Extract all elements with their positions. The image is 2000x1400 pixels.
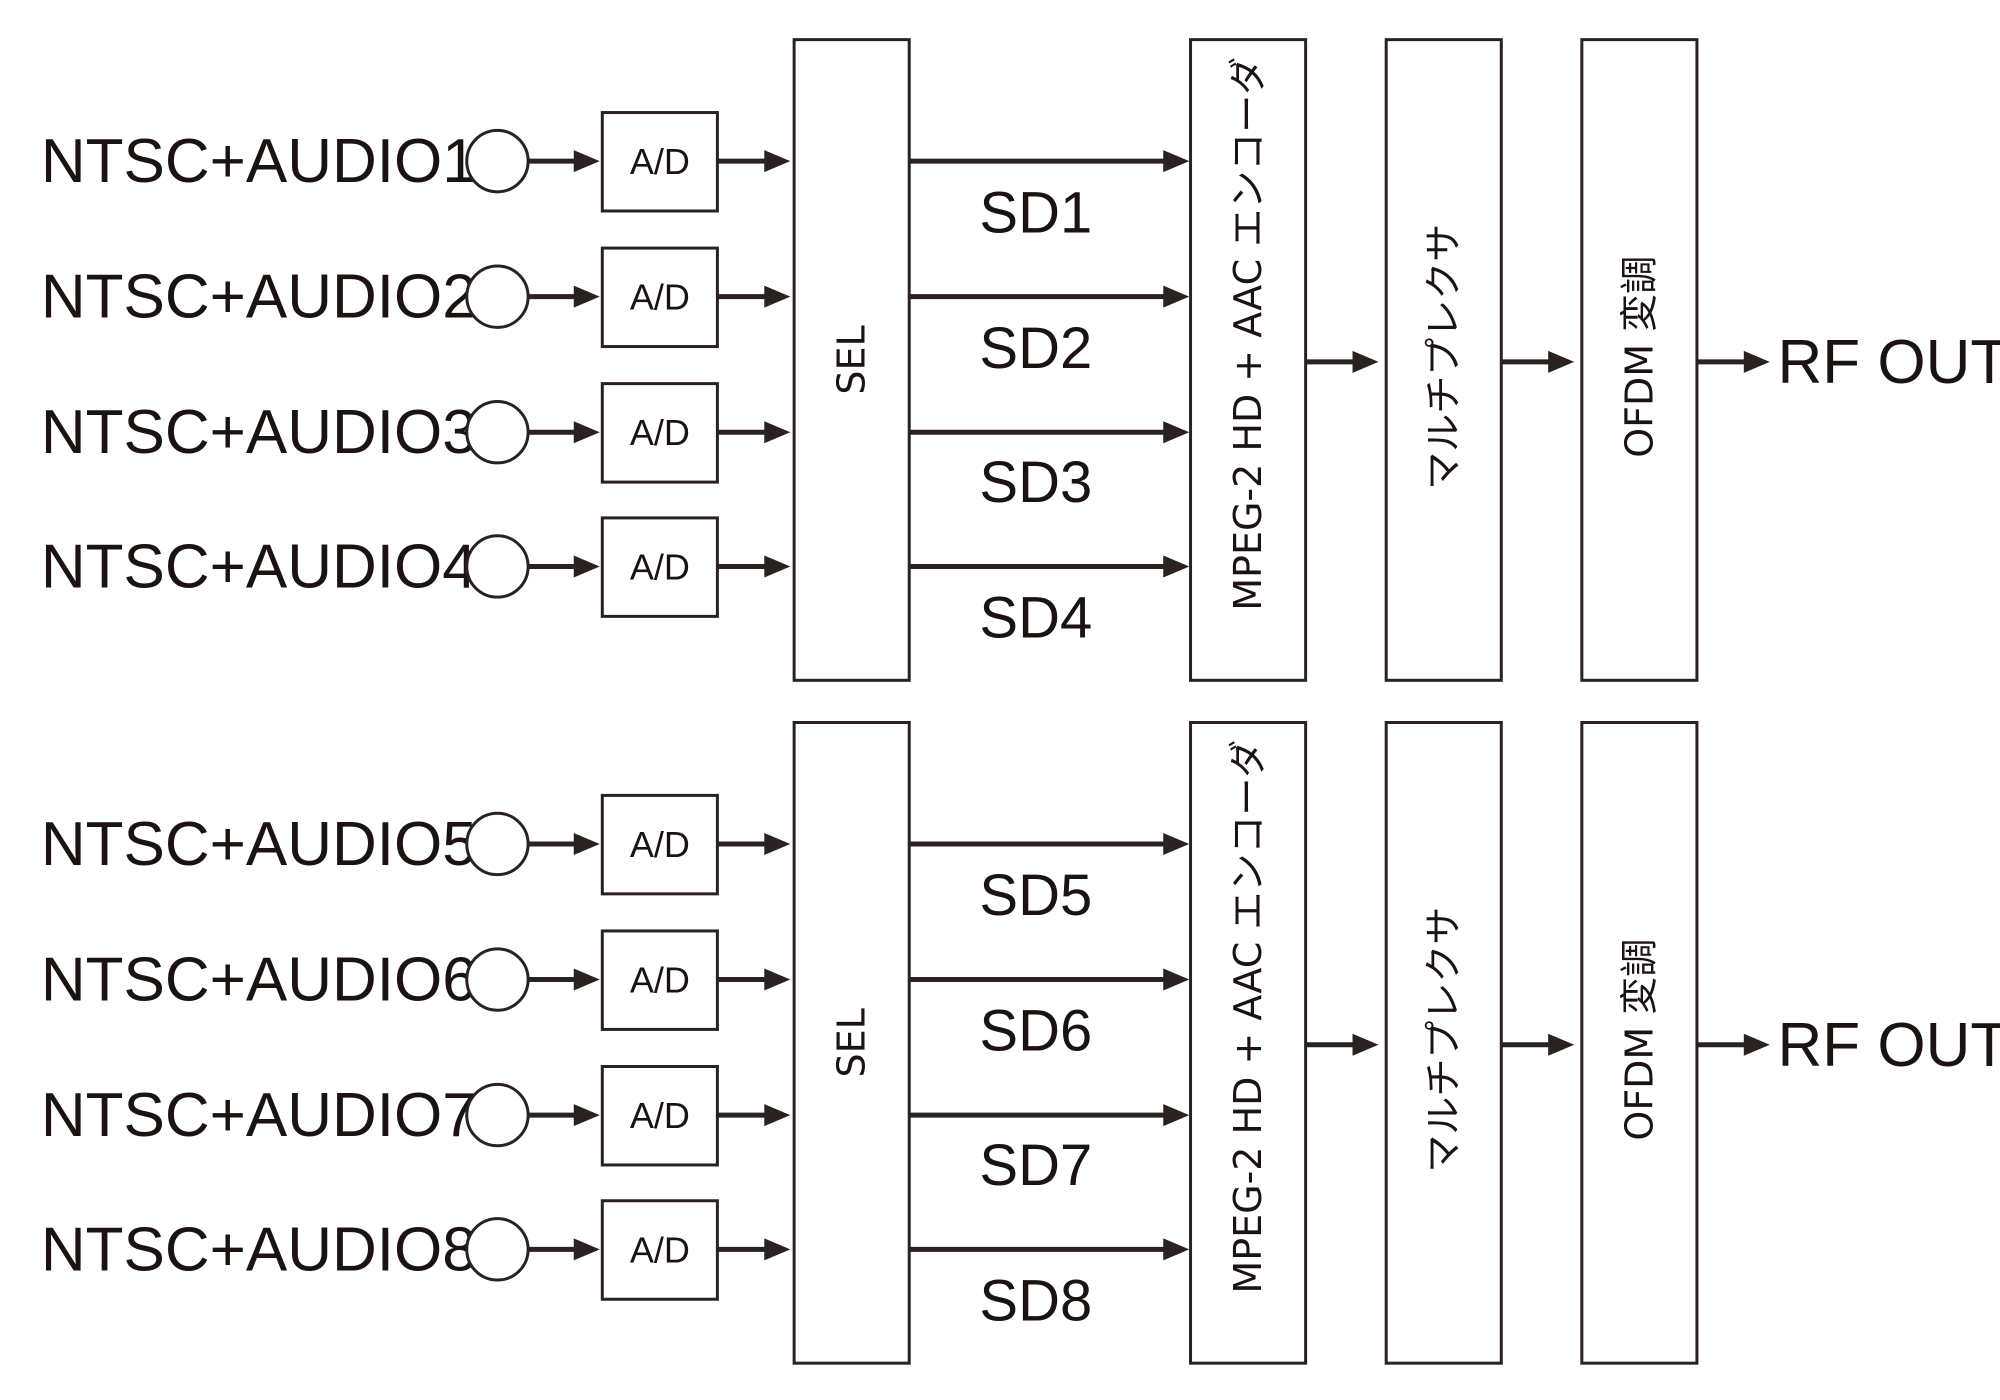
modulator-box (1580, 721, 1699, 1365)
sd-label: SD6 (979, 999, 1092, 1064)
input-label: NTSC+AUDIO7 (41, 1081, 477, 1150)
input-row: NTSC+AUDIO4 A/D SD4 (41, 516, 1190, 651)
input-connector-icon (465, 811, 530, 877)
output-label: RF OUT (1777, 1011, 2000, 1080)
adc-arrow (717, 832, 791, 855)
sd-arrow (909, 832, 1190, 855)
input-label: NTSC+AUDIO1 (41, 127, 477, 196)
encoder-box (1189, 38, 1308, 682)
input-arrow (528, 285, 600, 308)
adc-box (600, 929, 719, 1031)
input-row: NTSC+AUDIO2 A/D SD2 (41, 246, 1190, 381)
input-arrow (528, 1238, 600, 1261)
multiplexer-label: マルチプレクサ (1422, 224, 1466, 490)
sd-label: SD5 (979, 863, 1092, 928)
output-arrow (1696, 350, 1770, 373)
input-row: NTSC+AUDIO1 A/D SD1 (41, 111, 1190, 245)
encoder-label: MPEG-2 HD + AAC エンコーダ (1226, 57, 1270, 611)
sd-arrow (909, 1238, 1190, 1261)
selector-box (792, 38, 911, 682)
multiplexer-box (1384, 38, 1503, 682)
sd-label: SD4 (979, 586, 1092, 651)
mux-to-modulator-arrow (1501, 1033, 1575, 1056)
input-connector-icon (465, 1217, 530, 1282)
sd-arrow (909, 1104, 1190, 1127)
adc-arrow (717, 968, 791, 991)
sd-label: SD8 (979, 1269, 1092, 1334)
modulator-box (1580, 38, 1699, 682)
encoder-to-mux-arrow (1305, 1033, 1379, 1056)
sd-arrow (909, 968, 1190, 991)
input-row: NTSC+AUDIO5 A/D SD5 (41, 793, 1190, 928)
adc-arrow (717, 555, 791, 578)
encoder-to-mux-arrow (1305, 350, 1379, 373)
output-arrow (1696, 1033, 1770, 1056)
sd-arrow (909, 421, 1190, 444)
adc-box (600, 516, 719, 618)
modulator-label: OFDM 変調 (1617, 256, 1661, 458)
encoder-label: MPEG-2 HD + AAC エンコーダ (1226, 740, 1270, 1294)
mux-to-modulator-arrow (1501, 350, 1575, 373)
input-connector-icon (465, 1082, 530, 1148)
input-connector-icon (465, 947, 530, 1012)
adc-box (600, 382, 719, 484)
adc-label: A/D (630, 1095, 690, 1136)
encoder-box (1189, 721, 1308, 1365)
adc-label: A/D (630, 412, 690, 453)
adc-label: A/D (630, 277, 690, 318)
input-label: NTSC+AUDIO6 (41, 946, 477, 1015)
sd-label: SD1 (979, 180, 1092, 245)
input-label: NTSC+AUDIO3 (41, 398, 477, 467)
adc-box (600, 1199, 719, 1301)
adc-label: A/D (630, 824, 690, 865)
multiplexer-label: マルチプレクサ (1422, 907, 1466, 1173)
input-row: NTSC+AUDIO3 A/D SD3 (41, 382, 1190, 515)
input-label: NTSC+AUDIO4 (41, 532, 477, 601)
adc-arrow (717, 421, 791, 444)
input-row: NTSC+AUDIO8 A/D SD8 (41, 1199, 1190, 1334)
adc-arrow (717, 1104, 791, 1127)
adc-arrow (717, 285, 791, 308)
input-label: NTSC+AUDIO5 (41, 810, 477, 879)
input-connector-icon (465, 264, 530, 329)
input-label: NTSC+AUDIO8 (41, 1215, 477, 1284)
input-row: NTSC+AUDIO7 A/D SD7 (41, 1064, 1190, 1198)
sd-label: SD7 (979, 1133, 1092, 1198)
sd-arrow (909, 285, 1190, 308)
input-connector-icon (465, 534, 530, 599)
input-connector-icon (465, 128, 530, 194)
multiplexer-box (1384, 721, 1503, 1365)
adc-box (600, 793, 719, 896)
selector-label: SEL (830, 1008, 874, 1077)
output-label: RF OUT (1777, 328, 2000, 397)
input-arrow (528, 421, 600, 444)
input-arrow (528, 832, 600, 855)
adc-label: A/D (630, 546, 690, 587)
adc-label: A/D (630, 1229, 690, 1270)
input-connector-icon (465, 400, 530, 465)
sd-label: SD2 (979, 316, 1092, 381)
modulator-label: OFDM 変調 (1617, 939, 1661, 1141)
input-label: NTSC+AUDIO2 (41, 263, 477, 332)
input-arrow (528, 968, 600, 991)
input-arrow (528, 555, 600, 578)
selector-label: SEL (830, 325, 874, 394)
input-arrow (528, 1104, 600, 1127)
adc-arrow (717, 150, 791, 173)
sd-label: SD3 (979, 450, 1092, 515)
sd-arrow (909, 555, 1190, 578)
adc-box (600, 246, 719, 349)
adc-label: A/D (630, 960, 690, 1001)
sd-arrow (909, 150, 1190, 173)
adc-label: A/D (630, 141, 690, 182)
input-arrow (528, 150, 600, 173)
input-row: NTSC+AUDIO6 A/D SD6 (41, 929, 1190, 1064)
selector-box (792, 721, 911, 1365)
adc-arrow (717, 1238, 791, 1261)
